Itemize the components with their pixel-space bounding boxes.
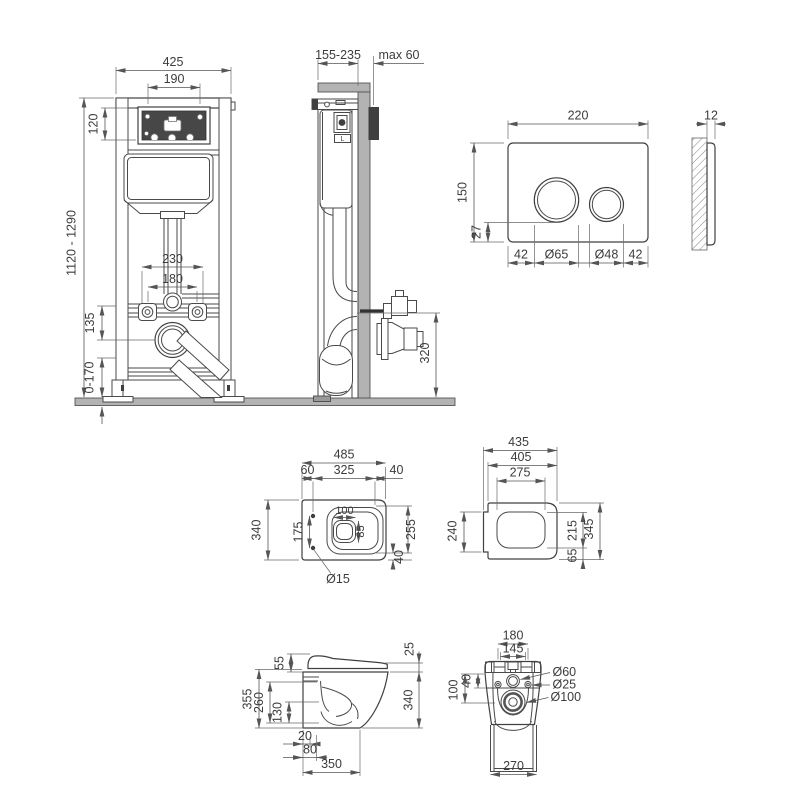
dim-total-height: 355 bbox=[241, 689, 255, 710]
dim-inner-span: 145 bbox=[503, 642, 524, 656]
dim-plate-height: 150 bbox=[456, 182, 470, 203]
dim-seat-depth: 255 bbox=[404, 519, 418, 540]
frame-side-view: L 155-235 max 60 320 bbox=[311, 48, 440, 402]
dim-d25: Ø25 bbox=[553, 678, 577, 692]
bowl-side-view: 55 25 340 355 260 130 20 80 350 bbox=[241, 642, 423, 776]
dim-pool-depth: 85 bbox=[355, 525, 367, 537]
frame-front-view: 425 190 120 1120 - 1290 230 180 135 0-17… bbox=[65, 55, 245, 424]
dim-notch: 240 bbox=[446, 521, 460, 542]
dim-install-height: 1120 - 1290 bbox=[65, 210, 79, 276]
dim-plate-width: 220 bbox=[568, 109, 589, 123]
dim-frame-width: 425 bbox=[163, 55, 184, 69]
floor bbox=[74, 397, 456, 406]
dim-d60: Ø60 bbox=[553, 665, 577, 679]
dim-d100: Ø100 bbox=[551, 690, 582, 704]
dim-lid-w3: 275 bbox=[510, 466, 531, 480]
dim-bowl-width: 340 bbox=[250, 520, 264, 541]
dim-lid-w2: 405 bbox=[511, 450, 532, 464]
dim-button-offset: 27 bbox=[470, 225, 484, 239]
dim-length: 350 bbox=[321, 757, 342, 771]
dim-outlet-offset: 135 bbox=[83, 313, 97, 334]
dim-back-top: 55 bbox=[273, 656, 287, 670]
dim-lid-depth: 215 bbox=[566, 520, 580, 541]
dim-outlet-height: 320 bbox=[418, 343, 432, 364]
dim-pool-width: 100 bbox=[335, 505, 353, 517]
flush-plate-side: 12 bbox=[691, 109, 726, 251]
dim-base: 270 bbox=[503, 759, 524, 773]
dim-lid-width: 435 bbox=[508, 435, 529, 449]
dim-pipe-span: 180 bbox=[162, 272, 183, 286]
dim-opening-height: 120 bbox=[87, 114, 101, 135]
dim-front: 40 bbox=[390, 463, 404, 477]
dim-inner: 260 bbox=[252, 692, 266, 713]
dim-off80: 80 bbox=[303, 743, 317, 757]
dim-lid-edge: 25 bbox=[403, 642, 417, 656]
dim-rim: 40 bbox=[392, 550, 406, 564]
dim-bowl-length: 485 bbox=[334, 448, 355, 462]
dim-plate-thickness: 12 bbox=[704, 109, 718, 123]
dim-off20: 20 bbox=[298, 729, 312, 743]
dim-height: 340 bbox=[402, 690, 416, 711]
dim-foot-range: 0-170 bbox=[83, 361, 97, 393]
dim-hole-span: 175 bbox=[292, 522, 306, 543]
dim-lower: 130 bbox=[271, 702, 285, 723]
dim-lid-total: 345 bbox=[582, 519, 596, 540]
dim-margin-left: 42 bbox=[514, 248, 528, 262]
dim-off40: 40 bbox=[460, 674, 474, 688]
dim-back: 60 bbox=[301, 463, 315, 477]
bowl-back-view: 180 145 Ø60 Ø25 Ø100 40 100 270 bbox=[447, 629, 582, 777]
dim-fixing-span: 230 bbox=[162, 252, 183, 266]
dim-small-button: Ø48 bbox=[595, 248, 619, 262]
dim-lid-front: 65 bbox=[566, 549, 580, 563]
dim-depth: 155-235 bbox=[315, 48, 361, 62]
dim-opening-width: 190 bbox=[164, 72, 185, 86]
bowl-top-view: Ø15 485 60 325 40 340 175 100 85 255 40 bbox=[250, 448, 419, 587]
lid-top-view: 435 405 275 240 215 65 345 bbox=[446, 435, 604, 570]
dim-off100: 100 bbox=[447, 680, 461, 701]
dim-middle: 325 bbox=[334, 463, 355, 477]
valve-label: L bbox=[341, 136, 345, 143]
dim-hole-dia: Ø15 bbox=[326, 572, 350, 586]
flush-plate-front: 220 150 27 42 Ø65 Ø48 42 bbox=[456, 109, 649, 268]
dim-margin-right: 42 bbox=[629, 248, 643, 262]
dim-finish: max 60 bbox=[379, 48, 420, 62]
dim-top-span: 180 bbox=[503, 629, 524, 643]
dim-big-button: Ø65 bbox=[545, 248, 569, 262]
